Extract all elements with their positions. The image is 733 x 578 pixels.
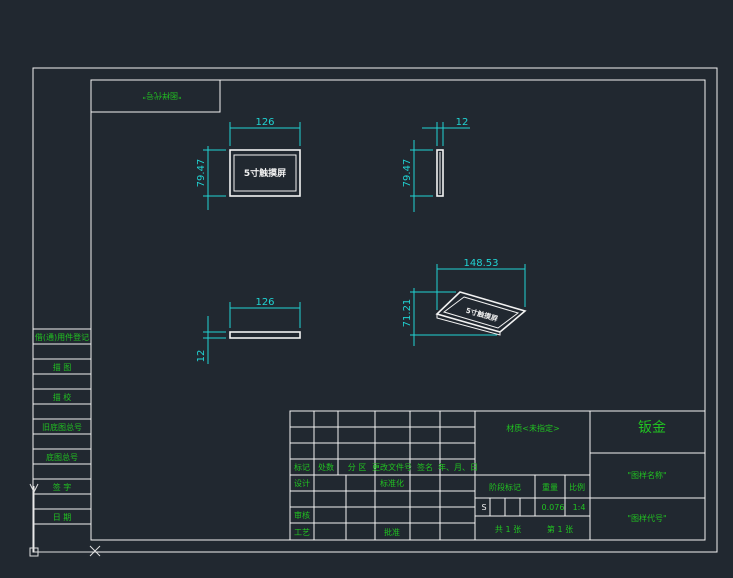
tb-rev-header: 更改文件号 — [372, 462, 412, 472]
top-view[interactable]: 126 12 — [196, 297, 301, 364]
title-tab-frame — [90, 79, 221, 113]
iso-view[interactable]: 5寸触摸屏 148.53 71.21 — [402, 258, 527, 346]
tb-part-name: 钣金 — [638, 420, 666, 436]
tb-rev-header: 处数 — [318, 462, 334, 472]
tb-rev-header: 年、月、日 — [438, 462, 478, 472]
front-view-screen — [233, 154, 297, 192]
side-view[interactable]: 12 79.47 — [402, 117, 470, 212]
side-table-row: 描 校 — [53, 392, 72, 402]
side-table-row: 日 期 — [53, 513, 72, 522]
side-width-text: 12 — [456, 117, 469, 128]
tb-row-process: 工艺 — [294, 528, 310, 537]
ucs-icon — [29, 483, 101, 557]
iso-height-text: 71.21 — [402, 299, 413, 328]
iso-width-text: 148.53 — [464, 258, 499, 269]
side-table-row: 签 字 — [53, 482, 72, 492]
front-view[interactable]: 5寸触摸屏 126 79.47 — [196, 117, 301, 210]
side-view-outline — [436, 149, 444, 197]
front-view-outline — [229, 149, 301, 197]
tb-weight-value: 0.076 — [542, 503, 565, 512]
front-width-text: 126 — [255, 117, 274, 128]
tb-row-approve: 批准 — [384, 527, 400, 537]
tb-rev-header: 标记 — [294, 462, 310, 472]
top-width-text: 126 — [255, 297, 274, 308]
outer-border — [32, 67, 718, 553]
tb-row-standard: 标准化 — [380, 478, 404, 488]
top-view-outline — [229, 331, 301, 339]
tb-stage-label: 阶段标记 — [489, 482, 521, 492]
front-height-text: 79.47 — [196, 159, 207, 188]
side-table: 借(通)用件登记 描 图 描 校 旧底图总号 底图总号 签 字 日 期 — [32, 328, 92, 525]
side-table-row: 借(通)用件登记 — [35, 332, 89, 342]
tb-rev-header: 签名 — [417, 462, 433, 472]
tb-row-design: 设计 — [294, 478, 310, 488]
tb-scale-value: 1:4 — [573, 503, 586, 512]
tb-material: 材质<未指定> — [506, 423, 559, 433]
tb-stage-value: S — [481, 503, 486, 512]
side-table-row: 旧底图总号 — [42, 422, 82, 432]
tb-weight-label: 重量 — [542, 482, 558, 492]
title-block: 材质<未指定> 钣金 "图样名称" "图样代号" 标记 处数 分 区 更改文件号… — [289, 410, 706, 541]
side-table-row: 底图总号 — [46, 452, 78, 462]
tb-sheets-total: 共 1 张 — [495, 525, 521, 534]
tb-rev-header: 分 区 — [348, 463, 367, 472]
side-height-text: 79.47 — [402, 159, 413, 188]
iso-view-label: 5寸触摸屏 — [465, 306, 499, 324]
tb-drawing-name: "图样名称" — [627, 470, 666, 480]
tb-drawing-code: "图样代号" — [627, 513, 666, 523]
tb-scale-label: 比例 — [569, 482, 585, 492]
tb-sheet-no: 第 1 张 — [547, 524, 573, 534]
top-height-text: 12 — [196, 350, 207, 363]
title-tab-text: "图样代号" — [142, 91, 181, 101]
tb-row-review: 审核 — [294, 510, 310, 520]
side-table-row: 描 图 — [53, 362, 72, 372]
front-view-label: 5寸触摸屏 — [244, 167, 286, 179]
